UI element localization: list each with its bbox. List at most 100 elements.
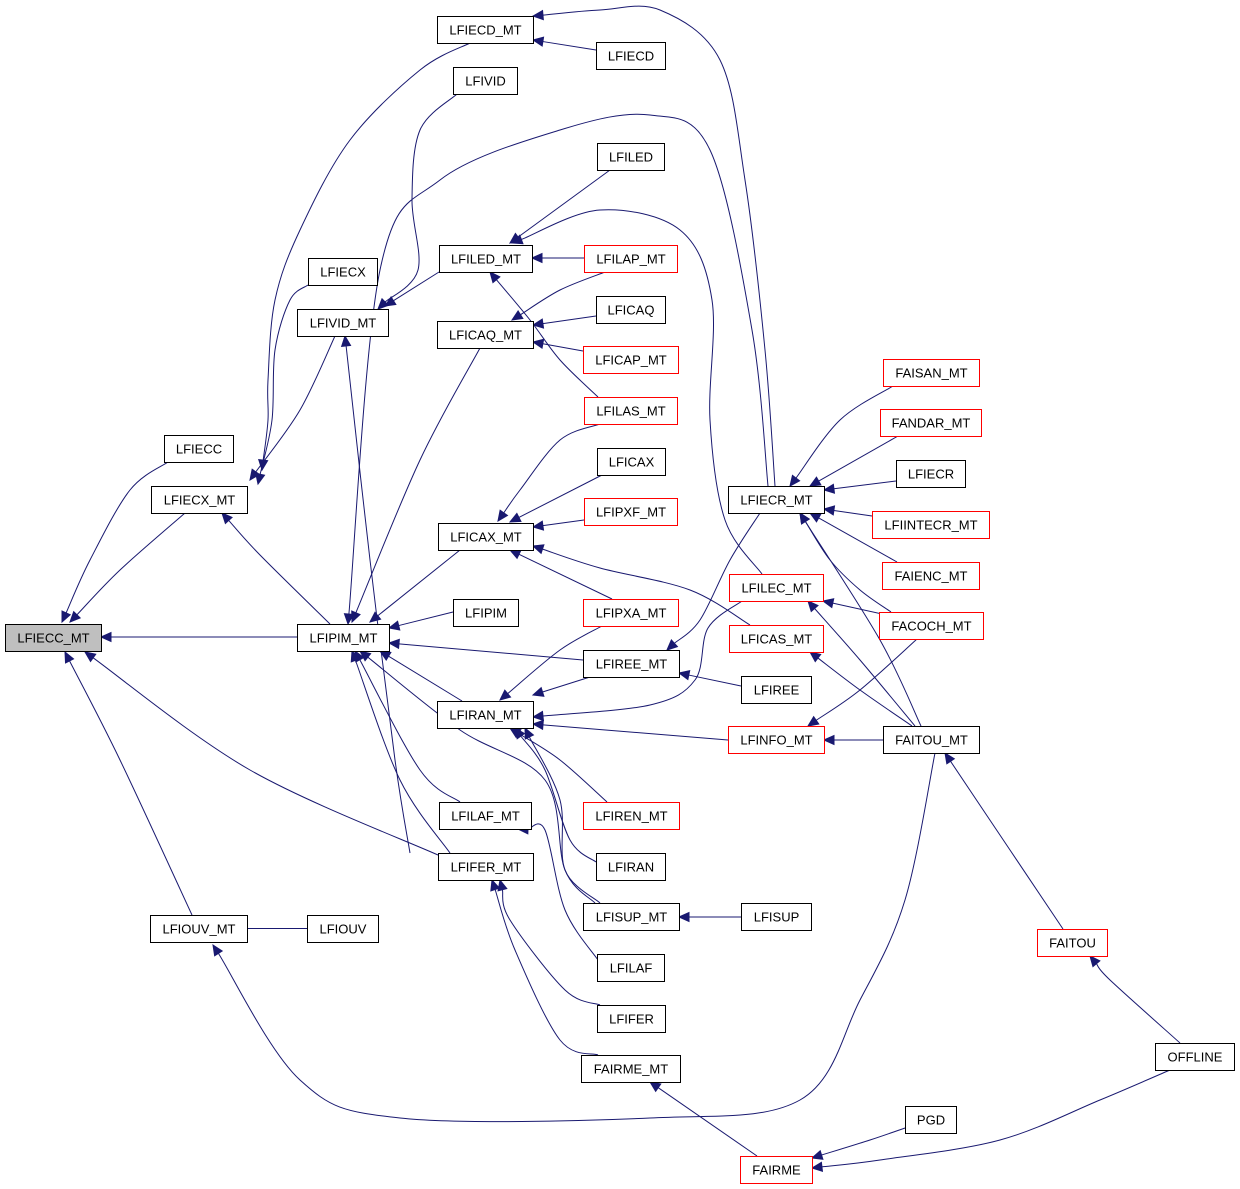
- node-lfiouv[interactable]: LFIOUV: [307, 915, 379, 943]
- node-box[interactable]: [597, 954, 665, 982]
- node-fandar-mt[interactable]: FANDAR_MT: [880, 409, 982, 437]
- node-lfipxa-mt[interactable]: LFIPXA_MT: [583, 599, 679, 627]
- node-lfiecr[interactable]: LFIECR: [896, 460, 966, 488]
- node-lfiouv-mt[interactable]: LFIOUV_MT: [150, 915, 248, 943]
- node-lfiled[interactable]: LFILED: [597, 143, 665, 171]
- node-box[interactable]: [297, 309, 389, 337]
- node-box[interactable]: [905, 1106, 957, 1134]
- node-box[interactable]: [439, 245, 533, 273]
- node-offline[interactable]: OFFLINE: [1155, 1043, 1235, 1071]
- node-lfiecd-mt[interactable]: LFIECD_MT: [437, 16, 534, 44]
- node-box[interactable]: [583, 650, 680, 678]
- node-box[interactable]: [584, 245, 678, 273]
- node-box[interactable]: [584, 397, 678, 425]
- node-lfiecx[interactable]: LFIECX: [308, 258, 378, 286]
- node-lfiran-mt[interactable]: LFIRAN_MT: [437, 701, 534, 729]
- node-lfifer-mt[interactable]: LFIFER_MT: [438, 853, 534, 881]
- node-box[interactable]: [597, 143, 665, 171]
- node-lfipim-mt[interactable]: LFIPIM_MT: [297, 624, 390, 652]
- node-lficax[interactable]: LFICAX: [597, 448, 666, 476]
- node-box[interactable]: [439, 802, 532, 830]
- node-lfiecd[interactable]: LFIECD: [596, 42, 666, 70]
- node-box[interactable]: [1155, 1043, 1235, 1071]
- node-box[interactable]: [583, 599, 679, 627]
- node-box[interactable]: [597, 1005, 666, 1033]
- node-lficaq[interactable]: LFICAQ: [596, 296, 666, 324]
- node-box[interactable]: [740, 1156, 813, 1184]
- node-box[interactable]: [150, 915, 248, 943]
- node-lfilas-mt[interactable]: LFILAS_MT: [584, 397, 678, 425]
- node-box[interactable]: [584, 498, 678, 526]
- node-lfisup-mt[interactable]: LFISUP_MT: [583, 903, 680, 931]
- node-lfiecc-mt[interactable]: LFIECC_MT: [5, 624, 102, 652]
- node-lficap-mt[interactable]: LFICAP_MT: [583, 346, 679, 374]
- node-lficax-mt[interactable]: LFICAX_MT: [438, 523, 534, 551]
- node-lfiecx-mt[interactable]: LFIECX_MT: [151, 486, 248, 514]
- node-box[interactable]: [596, 296, 666, 324]
- node-box[interactable]: [729, 574, 824, 602]
- node-box[interactable]: [879, 612, 984, 640]
- node-box[interactable]: [882, 562, 980, 590]
- node-lfinfo-mt[interactable]: LFINFO_MT: [728, 726, 825, 754]
- node-box[interactable]: [596, 42, 666, 70]
- node-lfiree[interactable]: LFIREE: [741, 676, 812, 704]
- node-box[interactable]: [896, 460, 966, 488]
- node-box[interactable]: [728, 486, 825, 514]
- node-box[interactable]: [741, 676, 812, 704]
- node-lfiled-mt[interactable]: LFILED_MT: [439, 245, 533, 273]
- node-box[interactable]: [883, 359, 980, 387]
- node-box[interactable]: [5, 624, 102, 652]
- node-lfiren-mt[interactable]: LFIREN_MT: [583, 802, 680, 830]
- node-box[interactable]: [151, 486, 248, 514]
- node-box[interactable]: [308, 258, 378, 286]
- node-box[interactable]: [597, 448, 666, 476]
- node-box[interactable]: [729, 625, 824, 653]
- node-box[interactable]: [164, 435, 234, 463]
- node-lficaq-mt[interactable]: LFICAQ_MT: [437, 321, 534, 349]
- node-faienc-mt[interactable]: FAIENC_MT: [882, 562, 980, 590]
- node-lfiecr-mt[interactable]: LFIECR_MT: [728, 486, 825, 514]
- node-facoch-mt[interactable]: FACOCH_MT: [879, 612, 984, 640]
- node-box[interactable]: [297, 624, 390, 652]
- node-lfipim[interactable]: LFIPIM: [453, 599, 519, 627]
- node-box[interactable]: [583, 903, 680, 931]
- node-faisan-mt[interactable]: FAISAN_MT: [883, 359, 980, 387]
- node-box[interactable]: [453, 67, 518, 95]
- node-lfilaf-mt[interactable]: LFILAF_MT: [439, 802, 532, 830]
- node-box[interactable]: [437, 321, 534, 349]
- node-lfilaf[interactable]: LFILAF: [597, 954, 665, 982]
- node-lfivid[interactable]: LFIVID: [453, 67, 518, 95]
- node-lfilap-mt[interactable]: LFILAP_MT: [584, 245, 678, 273]
- node-lfilec-mt[interactable]: LFILEC_MT: [729, 574, 824, 602]
- node-box[interactable]: [583, 802, 680, 830]
- node-pgd[interactable]: PGD: [905, 1106, 957, 1134]
- node-box[interactable]: [872, 511, 990, 539]
- node-lfiree-mt[interactable]: LFIREE_MT: [583, 650, 680, 678]
- node-box[interactable]: [741, 903, 812, 931]
- node-lfisup[interactable]: LFISUP: [741, 903, 812, 931]
- node-box[interactable]: [453, 599, 519, 627]
- node-box[interactable]: [883, 726, 980, 754]
- node-lfiintecr-mt[interactable]: LFIINTECR_MT: [872, 511, 990, 539]
- node-lficas-mt[interactable]: LFICAS_MT: [729, 625, 824, 653]
- node-box[interactable]: [307, 915, 379, 943]
- node-box[interactable]: [728, 726, 825, 754]
- node-box[interactable]: [880, 409, 982, 437]
- node-lfiran[interactable]: LFIRAN: [596, 853, 666, 881]
- node-box[interactable]: [438, 523, 534, 551]
- node-box[interactable]: [1037, 929, 1108, 957]
- node-lfipxf-mt[interactable]: LFIPXF_MT: [584, 498, 678, 526]
- node-fairme-mt[interactable]: FAIRME_MT: [581, 1055, 681, 1083]
- node-lfiecc[interactable]: LFIECC: [164, 435, 234, 463]
- node-box[interactable]: [437, 701, 534, 729]
- node-faitou-mt[interactable]: FAITOU_MT: [883, 726, 980, 754]
- node-lfivid-mt[interactable]: LFIVID_MT: [297, 309, 389, 337]
- node-lfifer[interactable]: LFIFER: [597, 1005, 666, 1033]
- node-box[interactable]: [581, 1055, 681, 1083]
- node-box[interactable]: [583, 346, 679, 374]
- node-box[interactable]: [437, 16, 534, 44]
- node-fairme[interactable]: FAIRME: [740, 1156, 813, 1184]
- node-box[interactable]: [438, 853, 534, 881]
- node-faitou[interactable]: FAITOU: [1037, 929, 1108, 957]
- node-box[interactable]: [596, 853, 666, 881]
